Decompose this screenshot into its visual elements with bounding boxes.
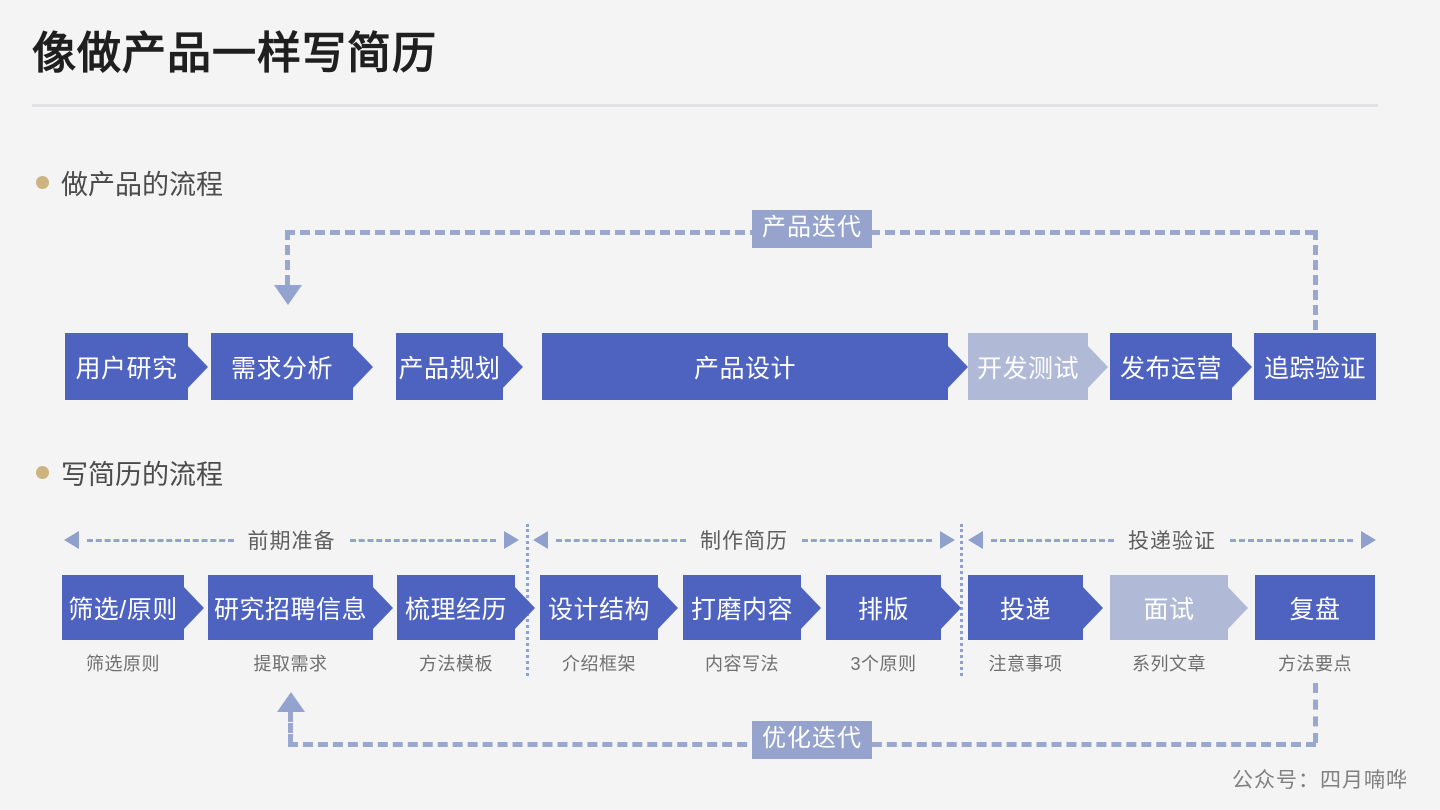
title-divider	[32, 104, 1378, 107]
step-label: 梳理经历	[404, 595, 507, 624]
chevron-right-icon	[800, 585, 821, 630]
resume-step-caption-structure: 介绍框架	[562, 654, 636, 674]
phase-line	[87, 538, 234, 542]
step-label: 筛选/原则	[68, 595, 178, 624]
phase-line	[802, 538, 932, 542]
arrow-right-icon	[940, 531, 955, 549]
phase-label: 制作简历	[700, 530, 788, 553]
resume-step-design-structure[interactable]: 设计结构	[540, 575, 678, 640]
step-label: 打磨内容	[690, 595, 793, 624]
phase-band-preparation: 前期准备	[64, 524, 519, 556]
phase-divider-2	[960, 524, 963, 676]
resume-step-polish-content[interactable]: 打磨内容	[683, 575, 821, 640]
section-heading-label: 做产品的流程	[61, 170, 223, 200]
resume-step-screening-principles[interactable]: 筛选/原则	[62, 575, 204, 640]
arrow-right-icon	[504, 531, 519, 549]
resume-step-caption-content: 内容写法	[705, 654, 779, 674]
section-heading-product-flow: 做产品的流程	[36, 163, 223, 202]
process-step-product-planning[interactable]: 产品规划	[396, 333, 523, 400]
step-label: 设计结构	[547, 595, 650, 624]
product-loop-right-line	[1313, 230, 1318, 330]
footer-account: 公众号：四月喃哗	[1232, 769, 1408, 792]
product-loop-arrow-down-icon	[274, 285, 302, 305]
product-loop-label: 产品迭代	[752, 210, 872, 248]
resume-step-caption-submit: 注意事项	[988, 654, 1063, 674]
arrow-left-icon	[64, 531, 79, 549]
step-label: 用户研究	[75, 354, 178, 383]
resume-step-organize-experience[interactable]: 梳理经历	[397, 575, 535, 640]
step-label: 产品设计	[693, 354, 796, 383]
bullet-dot-icon	[36, 176, 49, 189]
resume-loop-left-line	[288, 712, 293, 744]
resume-step-caption-typesetting: 3个原则	[850, 654, 917, 674]
resume-step-caption-research: 提取需求	[253, 654, 328, 674]
chevron-right-icon	[947, 344, 968, 389]
chevron-right-icon	[1087, 344, 1108, 389]
chevron-right-icon	[1231, 344, 1252, 389]
phase-line	[991, 538, 1114, 542]
phase-line	[556, 538, 686, 542]
resume-step-caption-screening: 筛选原则	[86, 654, 160, 674]
chevron-right-icon	[187, 344, 208, 389]
phase-band-submission-validation: 投递验证	[968, 524, 1376, 556]
product-loop-left-line	[285, 230, 290, 285]
chevron-right-icon	[657, 585, 678, 630]
process-step-development-testing[interactable]: 开发测试	[968, 333, 1108, 400]
process-step-launch-operation[interactable]: 发布运营	[1110, 333, 1252, 400]
process-step-user-research[interactable]: 用户研究	[65, 333, 208, 400]
step-label: 排版	[857, 595, 909, 624]
resume-step-typesetting[interactable]: 排版	[826, 575, 961, 640]
phase-label: 前期准备	[247, 530, 336, 553]
phase-line	[349, 538, 496, 542]
section-heading-resume-flow: 写简历的流程	[36, 453, 223, 492]
phase-label: 投递验证	[1128, 530, 1216, 553]
step-label: 发布运营	[1119, 354, 1222, 383]
phase-line	[1230, 538, 1353, 542]
resume-step-submit[interactable]: 投递	[968, 575, 1103, 640]
chevron-right-icon	[1082, 585, 1103, 630]
step-label: 需求分析	[230, 354, 333, 383]
step-label: 面试	[1143, 595, 1195, 624]
process-step-product-design[interactable]: 产品设计	[542, 333, 968, 400]
section-heading-label: 写简历的流程	[61, 460, 223, 490]
resume-step-caption-interview: 系列文章	[1132, 654, 1206, 674]
step-label: 研究招聘信息	[213, 595, 367, 624]
step-label: 开发测试	[976, 354, 1079, 383]
chevron-right-icon	[183, 585, 204, 630]
resume-loop-right-line	[1313, 683, 1318, 743]
chevron-right-icon	[372, 585, 393, 630]
process-step-requirement-analysis[interactable]: 需求分析	[211, 333, 373, 400]
process-step-tracking-validation[interactable]: 追踪验证	[1254, 333, 1376, 400]
page-title: 像做产品一样写简历	[32, 29, 437, 78]
resume-loop-label: 优化迭代	[752, 721, 872, 759]
step-label: 复盘	[1289, 595, 1341, 624]
step-label: 追踪验证	[1263, 354, 1366, 383]
step-label: 投递	[999, 595, 1051, 624]
arrow-right-icon	[1361, 531, 1376, 549]
chevron-right-icon	[940, 585, 961, 630]
arrow-left-icon	[968, 531, 983, 549]
resume-step-review[interactable]: 复盘	[1255, 575, 1375, 640]
chevron-right-icon	[502, 344, 523, 389]
bullet-dot-icon	[36, 466, 49, 479]
resume-step-research-job-posting[interactable]: 研究招聘信息	[208, 575, 393, 640]
resume-step-caption-organize: 方法模板	[419, 654, 493, 674]
resume-step-interview[interactable]: 面试	[1110, 575, 1248, 640]
step-label: 产品规划	[398, 354, 501, 383]
phase-band-making-resume: 制作简历	[533, 524, 955, 556]
resume-step-caption-review: 方法要点	[1278, 654, 1352, 674]
arrow-left-icon	[533, 531, 548, 549]
chevron-right-icon	[514, 585, 535, 630]
chevron-right-icon	[352, 344, 373, 389]
chevron-right-icon	[1227, 585, 1248, 630]
resume-loop-arrow-up-icon	[277, 692, 305, 712]
